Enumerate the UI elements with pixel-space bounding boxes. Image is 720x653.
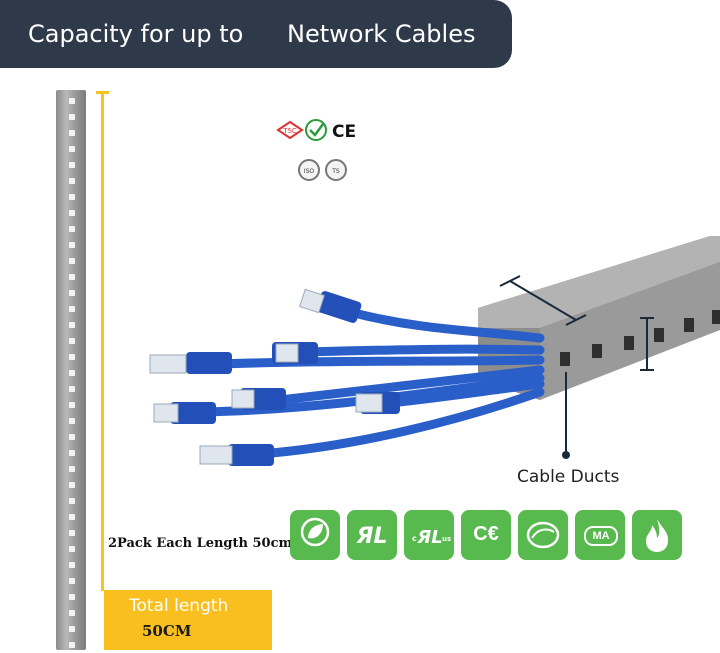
- ce-mark-icon: CE: [332, 122, 356, 142]
- ul-icon: ЯL: [356, 524, 388, 549]
- rail-slot: [69, 610, 75, 616]
- rail-slot: [69, 146, 75, 152]
- cable-ducts-label: Cable Ducts: [517, 467, 620, 487]
- flame-icon: [646, 519, 669, 552]
- svg-text:us: us: [442, 535, 451, 543]
- tsc-mark-icon: TSC: [276, 120, 304, 140]
- rail-slot: [69, 178, 75, 184]
- rail-slot: [69, 210, 75, 216]
- rail-slot: [69, 418, 75, 424]
- svg-text:ISO: ISO: [304, 168, 315, 175]
- rail-slot: [69, 450, 75, 456]
- total-length-box: Total length 50CM: [104, 590, 272, 650]
- banner-text-right: Network Cables: [287, 20, 476, 48]
- rail-slot: [69, 466, 75, 472]
- svg-text:c: c: [412, 534, 417, 543]
- rail-slot: [69, 482, 75, 488]
- svg-text:ЯL: ЯL: [356, 524, 388, 549]
- svg-text:CE: CE: [332, 122, 356, 142]
- cul-badge: c ЯL us: [404, 510, 454, 560]
- rail-slot: [69, 626, 75, 632]
- rail-slot: [69, 242, 75, 248]
- rail-slot: [69, 562, 75, 568]
- rail-slot: [69, 370, 75, 376]
- rail-slot: [69, 642, 75, 648]
- cnas-badge: [518, 510, 568, 560]
- total-length-label: Total length: [129, 596, 229, 616]
- network-cables: [195, 307, 545, 459]
- rohs-mark-icon: [305, 119, 327, 141]
- duct-slots: [560, 310, 720, 366]
- rail-slot: [69, 258, 75, 264]
- rail-slot: [69, 338, 75, 344]
- ts-16949-mark-icon: TS: [325, 159, 347, 181]
- cnas-icon: [526, 521, 560, 549]
- pack-length-text: 2Pack Each Length 50cm: [108, 536, 293, 551]
- flame-badge: [632, 510, 682, 560]
- rail-slot: [69, 306, 75, 312]
- rail-slot: [69, 98, 75, 104]
- rail-slot: [69, 226, 75, 232]
- rohs-badge: [290, 510, 340, 560]
- rail-slot: [69, 578, 75, 584]
- length-line: [101, 91, 104, 591]
- ul-badge: ЯL: [347, 510, 397, 560]
- cable-connectors: [149, 288, 400, 466]
- top-cert-marks-icon: TSC CE ISO TS: [276, 119, 356, 181]
- rail-slot: [69, 290, 75, 296]
- svg-text:ЯL: ЯL: [416, 527, 442, 548]
- rail-slot: [69, 434, 75, 440]
- rail-slot: [69, 130, 75, 136]
- rail-slot: [69, 594, 75, 600]
- header-banner: Capacity for up to Network Cables: [0, 0, 512, 68]
- svg-text:TSC: TSC: [282, 127, 297, 135]
- total-length-value: 50CM: [142, 622, 192, 640]
- cul-icon: c ЯL us: [412, 527, 451, 548]
- rail-slot: [69, 498, 75, 504]
- rail-slot: [69, 530, 75, 536]
- iso-9001-mark-icon: ISO: [298, 159, 320, 181]
- ma-badge: MA: [575, 510, 625, 560]
- ce-badge: C€: [461, 510, 511, 560]
- rail-slot: [69, 114, 75, 120]
- top-cert-marks: TSC CE ISO TS: [276, 118, 396, 193]
- rail-slot: [69, 274, 75, 280]
- ce-icon: C€: [473, 523, 499, 545]
- rail-slot: [69, 322, 75, 328]
- rail-slot: [69, 162, 75, 168]
- duct-rail-vertical: [56, 90, 86, 650]
- rail-slot: [69, 386, 75, 392]
- rail-slot: [69, 402, 75, 408]
- rail-slot: [69, 194, 75, 200]
- rail-slot: [69, 514, 75, 520]
- banner-text-left: Capacity for up to: [28, 20, 244, 48]
- rail-slot: [69, 546, 75, 552]
- leaf-icon: [300, 517, 330, 547]
- svg-text:TS: TS: [331, 168, 340, 175]
- ma-icon: MA: [584, 526, 618, 546]
- rail-slot: [69, 354, 75, 360]
